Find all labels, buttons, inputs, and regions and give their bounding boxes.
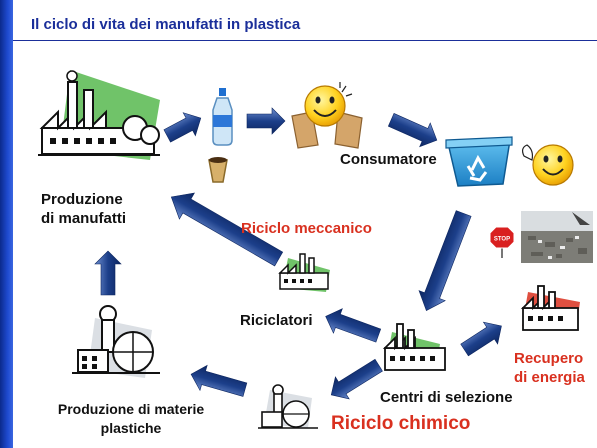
- label-chemical-recycling: Riciclo chimico: [331, 413, 471, 434]
- left-accent-bar: [0, 0, 13, 448]
- plastic-cup-icon: [208, 157, 228, 183]
- label-mechanical-recycling: Riciclo meccanico: [241, 220, 372, 237]
- stop-sign-icon: STOP: [489, 226, 515, 258]
- stop-sign-label: STOP: [494, 237, 510, 243]
- flow-arrow-products-to-shopping: [246, 107, 286, 135]
- happy-smiley-icon: [521, 144, 574, 186]
- recycler-factory-icon: [278, 253, 330, 292]
- water-bottle-icon: [212, 88, 233, 146]
- label-recyclers: Riciclatori: [240, 312, 313, 329]
- energy-recovery-factory-icon: [520, 285, 580, 331]
- flow-arrow-bin-to-sorting: [418, 210, 472, 311]
- petrochemical-plant-icon: [72, 305, 160, 378]
- flow-arrow-materials-to-factory: [94, 250, 122, 296]
- manufacturing-factory-icon: [38, 70, 160, 160]
- flow-arrow-sorting-to-energy: [460, 321, 502, 357]
- sorting-center-factory-icon: [382, 323, 446, 371]
- label-plastic-raw-materials: Produzione di materie plastiche: [57, 401, 205, 436]
- flow-arrow-sorting-to-recyclers: [325, 308, 382, 343]
- shopping-smiley-icon: [291, 82, 363, 149]
- recycle-bin-icon: [445, 136, 513, 187]
- title-underline: [13, 40, 597, 41]
- label-energy-recovery: Recupero di energia: [514, 350, 585, 386]
- flow-arrow-recyclers-to-factory: [170, 192, 284, 267]
- flow-arrow-chemical-to-materials: [190, 364, 248, 397]
- label-production-of-goods: Produzione di manufatti: [41, 191, 126, 227]
- chemical-recycling-plant-icon: [258, 384, 318, 429]
- landfill-photo: [521, 211, 593, 263]
- flow-arrow-factory-to-products: [163, 112, 202, 143]
- label-consumer: Consumatore: [340, 151, 437, 168]
- flow-arrow-shopping-to-bin: [387, 113, 438, 148]
- flow-arrow-sorting-to-chemical: [330, 358, 383, 400]
- page-title: Il ciclo di vita dei manufatti in plasti…: [31, 16, 301, 33]
- label-sorting-centers: Centri di selezione: [380, 389, 513, 406]
